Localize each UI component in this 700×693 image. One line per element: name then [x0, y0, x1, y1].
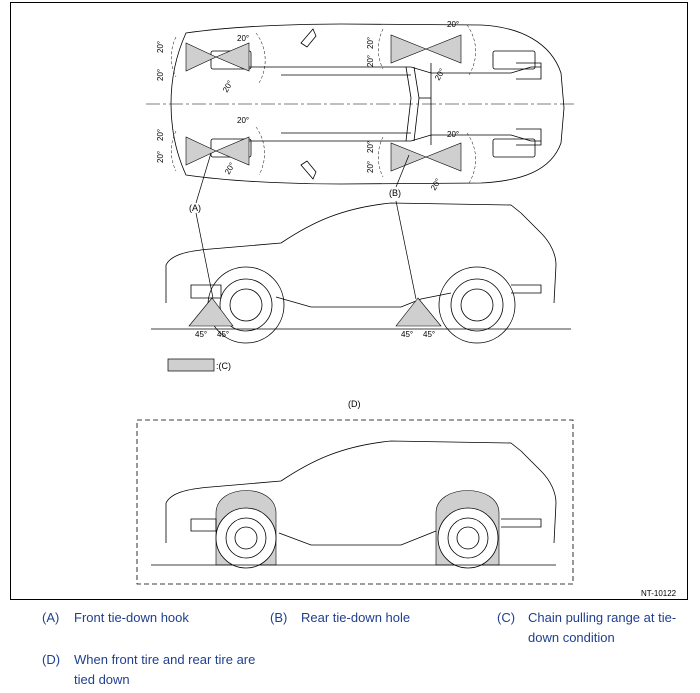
top-view-chain-ranges — [185, 34, 462, 172]
legend-text: Rear tie-down hole — [301, 610, 411, 625]
tie-down-diagram: 20° 20° 20° 20° 20° 20° 20° 20° 20° 20° … — [10, 2, 688, 600]
angle-label: 45° — [401, 330, 413, 339]
angle-label: 45° — [195, 330, 207, 339]
angle-label: 20° — [156, 129, 165, 141]
angle-label: 45° — [423, 330, 435, 339]
callout-d: (D) — [348, 399, 361, 409]
angle-label: 20° — [156, 151, 165, 163]
callout-b: (B) — [389, 188, 401, 198]
legend: (A) Front tie-down hook (B) Rear tie-dow… — [0, 606, 700, 693]
tires-tied-down-box — [136, 419, 574, 585]
chain-range-swatch — [167, 358, 215, 372]
side-view-angle-labels: 45° 45° 45° 45° — [195, 330, 435, 339]
angle-label: 20° — [366, 161, 375, 173]
angle-label: 45° — [217, 330, 229, 339]
legend-text: When front tire and rear tire are tied d… — [74, 652, 256, 687]
side-view-chain-ranges — [188, 297, 442, 327]
legend-key: (A) — [42, 610, 60, 625]
top-view-angle-labels: 20° 20° 20° 20° 20° 20° 20° 20° 20° 20° … — [156, 20, 459, 192]
angle-label: 20° — [237, 116, 249, 125]
angle-label: 20° — [366, 141, 375, 153]
legend-key: (D) — [42, 652, 61, 667]
top-view-underbody — [170, 23, 565, 185]
angle-label: 20° — [366, 37, 375, 49]
angle-label: 20° — [429, 177, 443, 192]
angle-label: 20° — [237, 34, 249, 43]
angle-label: 20° — [223, 161, 237, 176]
angle-label: 20° — [156, 69, 165, 81]
angle-label: 20° — [156, 41, 165, 53]
angle-label: 20° — [447, 130, 459, 139]
top-view-angle-arcs — [171, 24, 476, 184]
angle-label: 20° — [447, 20, 459, 29]
callout-a: (A) — [189, 203, 201, 213]
angle-label: 20° — [221, 79, 235, 94]
legend-text: Chain pulling range at tie-down conditio… — [528, 610, 677, 645]
callout-leaders — [195, 152, 417, 300]
figure-code: NT-10122 — [641, 589, 677, 598]
angle-label: 20° — [433, 67, 447, 82]
angle-label: 20° — [366, 55, 375, 67]
legend-text: Front tie-down hook — [74, 610, 189, 625]
diagram-svg: 20° 20° 20° 20° 20° 20° 20° 20° 20° 20° … — [136, 20, 677, 598]
legend-key: (B) — [270, 610, 288, 625]
legend-key: (C) — [497, 610, 516, 625]
callout-c: :(C) — [216, 361, 231, 371]
side-view-vehicle-box — [165, 440, 557, 569]
